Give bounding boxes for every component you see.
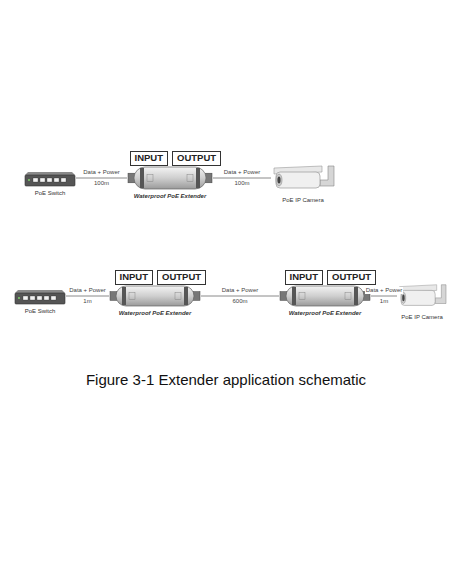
poe-switch: PoE Switch [25, 169, 75, 187]
port-tag: INPUT [115, 266, 154, 281]
port-tag: INPUT [130, 147, 169, 162]
device-label: PoE Switch [25, 308, 56, 315]
device-label: Waterproof PoE Extender [119, 310, 192, 317]
poe-switch: PoE Switch [15, 287, 65, 305]
edge-label: Data + Power [223, 169, 262, 176]
ip-camera: PoE IP Camera [398, 281, 446, 311]
port-tag: OUTPUT [327, 266, 376, 281]
figure-caption: Figure 3-1 Extender application schemati… [0, 371, 452, 388]
port-tag: OUTPUT [157, 266, 206, 281]
port-tag: OUTPUT [172, 147, 221, 162]
edge-label: Data + Power [82, 169, 121, 176]
device-label: Waterproof PoE Extender [289, 310, 362, 317]
port-tag: INPUT [285, 266, 324, 281]
port-label: OUTPUT [327, 270, 376, 285]
cable-connector [213, 178, 271, 179]
ip-camera: PoE IP Camera [272, 162, 334, 194]
distance-label: 1m [379, 298, 389, 305]
camera-icon [398, 281, 446, 311]
cable-connector [371, 296, 397, 297]
poe-extender: Waterproof PoE Extender [280, 285, 370, 307]
camera-icon [272, 162, 334, 194]
switch-icon [15, 287, 65, 305]
distance-label: 1m [82, 298, 92, 305]
port-label: OUTPUT [157, 270, 206, 285]
distance-label: 600m [231, 298, 248, 305]
cable-connector [201, 296, 279, 297]
extender-icon [110, 285, 200, 307]
cable-connector [76, 178, 127, 179]
switch-icon [25, 169, 75, 187]
extender-icon [280, 285, 370, 307]
distance-label: 100m [233, 180, 250, 187]
device-label: PoE IP Camera [401, 314, 443, 321]
port-label: INPUT [115, 270, 154, 285]
edge-label: Data + Power [68, 287, 107, 294]
port-label: INPUT [130, 151, 169, 166]
edge-label: Data + Power [365, 287, 404, 294]
device-label: PoE IP Camera [282, 197, 324, 204]
port-label: OUTPUT [172, 151, 221, 166]
distance-label: 100m [93, 180, 110, 187]
edge-label: Data + Power [221, 287, 260, 294]
cable-connector [66, 296, 109, 297]
port-label: INPUT [285, 270, 324, 285]
device-label: PoE Switch [35, 190, 66, 197]
poe-extender: Waterproof PoE Extender [110, 285, 200, 307]
device-label: Waterproof PoE Extender [134, 193, 207, 200]
extender-icon [128, 166, 212, 190]
poe-extender: Waterproof PoE Extender [128, 166, 212, 190]
